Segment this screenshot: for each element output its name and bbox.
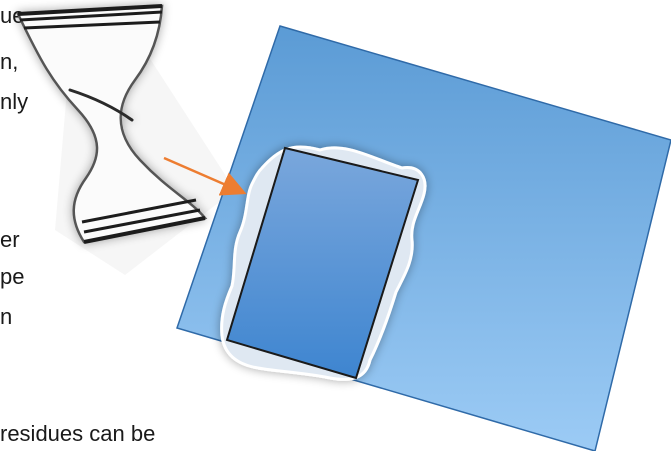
text-fragment: n: [0, 304, 13, 329]
text-fragment: er: [0, 227, 20, 252]
text-fragment: pe: [0, 264, 25, 289]
text-fragment: residues can be: [0, 421, 156, 446]
text-fragment: nly: [0, 89, 29, 114]
pointer-arrow: [163, 156, 247, 196]
adhesive-tape-icon: [16, 4, 208, 244]
text-fragment: n,: [0, 49, 19, 74]
tape-film: [225, 146, 420, 380]
